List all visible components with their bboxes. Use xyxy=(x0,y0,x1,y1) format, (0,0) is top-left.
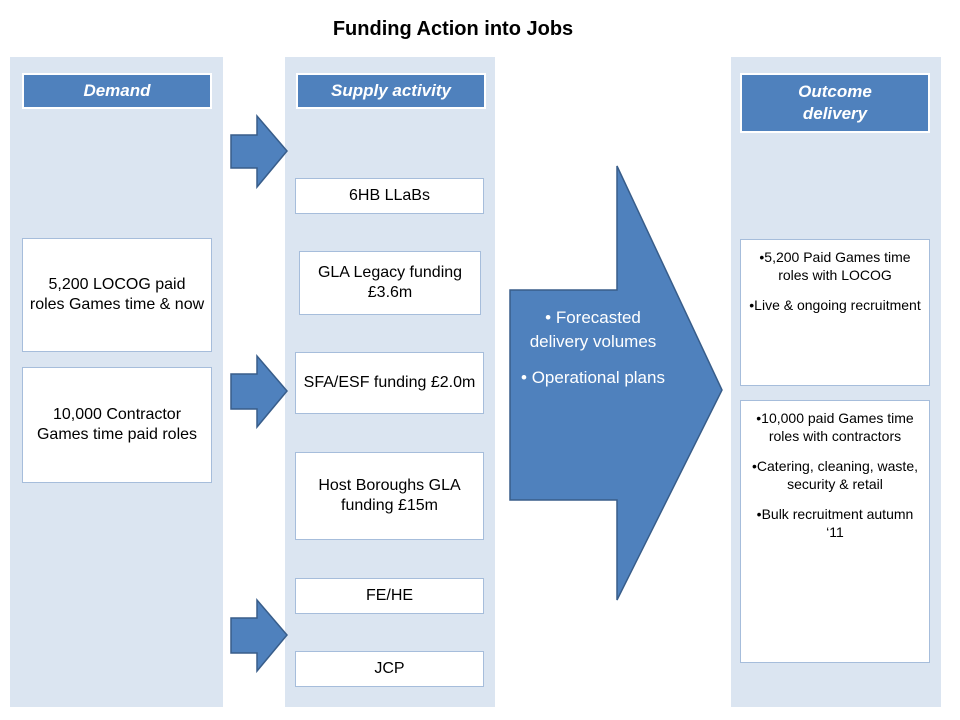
outcome-box-contractors-line-1: •10,000 paid Games time roles with contr… xyxy=(756,410,914,444)
supply-box-sfa-esf-text: SFA/ESF funding £2.0m xyxy=(303,374,476,391)
supply-box-host-boroughs: Host Boroughs GLA funding £15m xyxy=(295,452,484,540)
big-arrow-icon xyxy=(509,165,723,601)
outcome-box-locog-line-2: •Live & ongoing recruitment xyxy=(749,297,921,313)
outcome-box-contractors-line-2: •Catering, cleaning, waste, security & r… xyxy=(752,458,918,492)
arrow-right-icon-top xyxy=(230,113,288,190)
supply-header: Supply activity xyxy=(296,73,486,109)
big-arrow-text: • Forecasted delivery volumes • Operatio… xyxy=(518,306,668,390)
supply-box-sfa-esf: SFA/ESF funding £2.0m xyxy=(295,352,484,414)
big-arrow-bullet-2: • Operational plans xyxy=(521,368,665,387)
demand-box-locog: 5,200 LOCOG paid roles Games time & now xyxy=(22,238,212,352)
supply-box-host-boroughs-text: Host Boroughs GLA funding £15m xyxy=(318,477,461,514)
supply-box-llabs: 6HB LLaBs xyxy=(295,178,484,214)
outcome-box-contractors: •10,000 paid Games time roles with contr… xyxy=(740,400,930,663)
demand-box-locog-text: 5,200 LOCOG paid roles Games time & now xyxy=(29,276,205,313)
demand-box-contractor: 10,000 Contractor Games time paid roles xyxy=(22,367,212,483)
supply-box-fe-he-text: FE/HE xyxy=(365,587,414,604)
supply-box-jcp-text: JCP xyxy=(374,660,405,677)
supply-box-fe-he: FE/HE xyxy=(295,578,484,614)
arrow-right-icon-bottom xyxy=(230,597,288,674)
outcome-box-contractors-line-3: •Bulk recruitment autumn ‘11 xyxy=(756,506,914,540)
supply-box-jcp: JCP xyxy=(295,651,484,687)
demand-header: Demand xyxy=(22,73,212,109)
outcome-header: Outcome delivery xyxy=(740,73,930,133)
demand-box-contractor-text: 10,000 Contractor Games time paid roles xyxy=(36,406,198,443)
supply-box-gla-legacy-text: GLA Legacy funding £3.6m xyxy=(317,264,463,301)
outcome-box-locog-line-1: •5,200 Paid Games time roles with LOCOG xyxy=(759,249,911,283)
arrow-right-icon-middle xyxy=(230,353,288,430)
supply-box-gla-legacy: GLA Legacy funding £3.6m xyxy=(299,251,481,315)
supply-box-llabs-text: 6HB LLaBs xyxy=(349,187,430,204)
diagram-title: Funding Action into Jobs xyxy=(332,18,574,40)
big-arrow-bullet-1: • Forecasted delivery volumes xyxy=(529,308,657,351)
outcome-box-locog: •5,200 Paid Games time roles with LOCOG … xyxy=(740,239,930,386)
